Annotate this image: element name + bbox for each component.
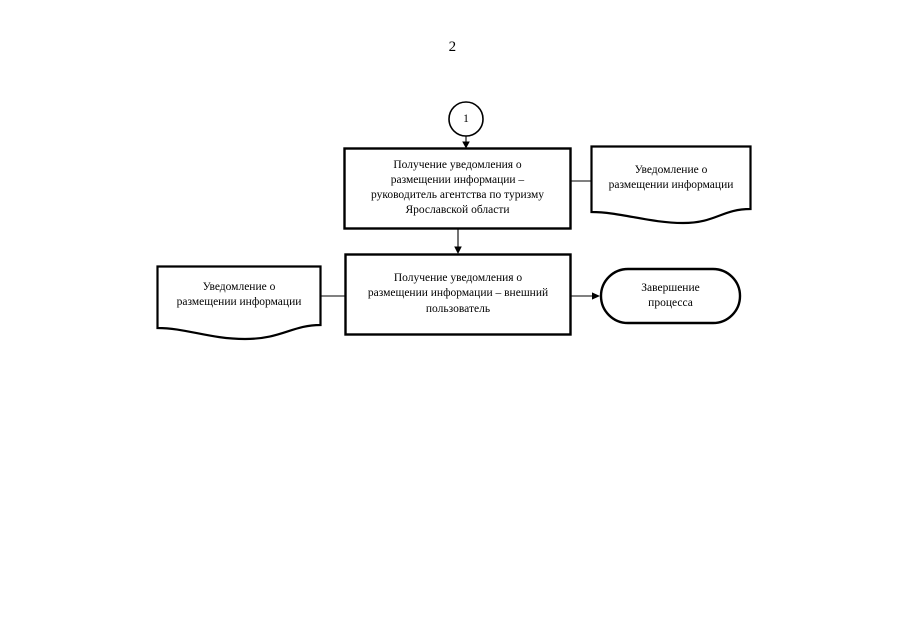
off-page-connector-label: 1 — [463, 113, 469, 125]
document-2-shape — [156, 265, 322, 341]
arrowhead-process1-to-process2 — [454, 246, 462, 254]
arrowhead-connector-to-process1 — [462, 141, 470, 149]
arrowhead-process2-to-terminator — [592, 292, 600, 300]
document-1-shape — [590, 145, 752, 225]
process-2-box — [344, 253, 572, 336]
terminator-end-shape — [599, 267, 742, 325]
page-number: 2 — [448, 39, 457, 55]
process-1-box — [343, 147, 572, 230]
